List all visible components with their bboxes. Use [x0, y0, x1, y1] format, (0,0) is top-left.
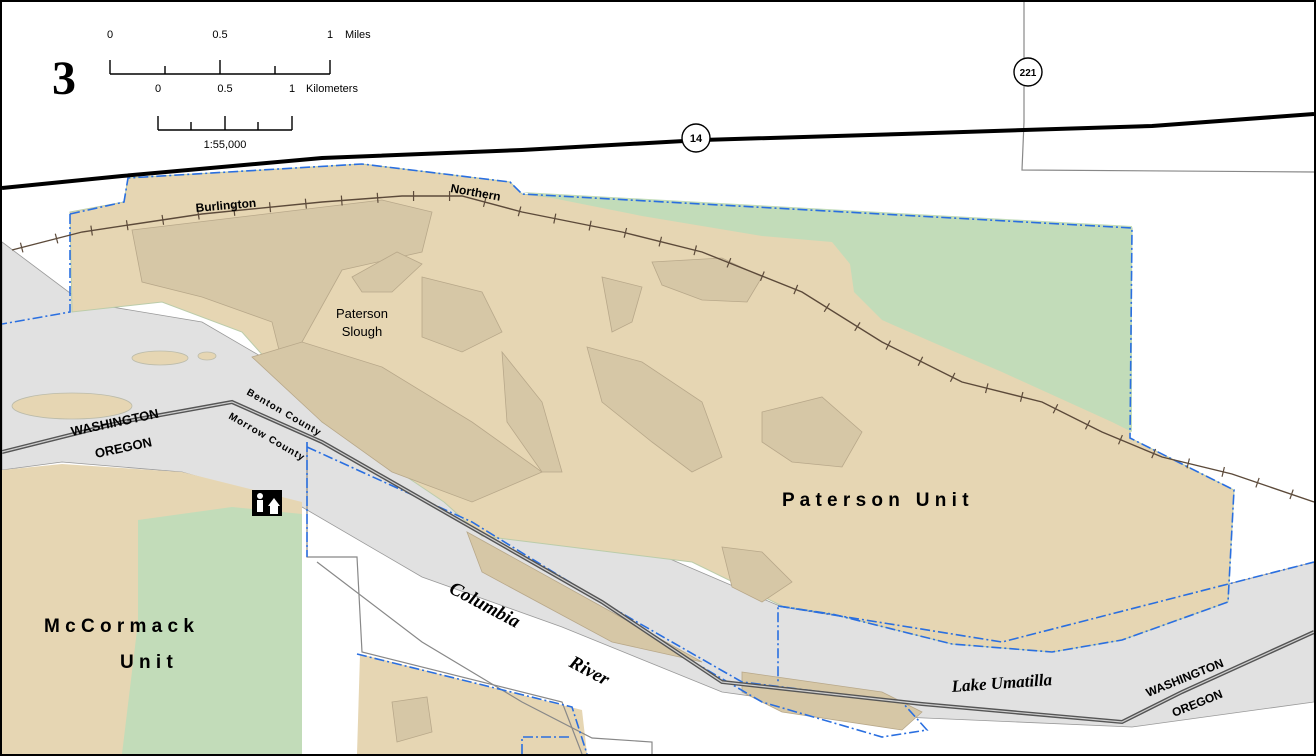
state-line-highlight: [2, 401, 1314, 723]
mccormack-unit-line2: U n i t: [120, 652, 173, 673]
railroad-tie: [304, 198, 307, 209]
railroad-tie: [658, 236, 663, 247]
scale-km-1: 1: [289, 83, 295, 95]
railroad-ties: [19, 191, 1294, 500]
route-14-label: 14: [690, 133, 703, 145]
railroad-tie: [885, 340, 892, 350]
railroad-tie: [340, 195, 343, 206]
scale-mile-1: 1: [327, 29, 333, 41]
scale-km-unit: Kilometers: [306, 83, 358, 95]
railroad-tie: [1186, 458, 1190, 469]
route-14-shield: 14: [681, 123, 711, 153]
railroad-tie: [54, 233, 59, 244]
railroad-tie: [984, 383, 989, 394]
railroad-tie: [726, 257, 732, 268]
railroad-tie: [1221, 466, 1225, 477]
scale-miles-unit: Miles: [345, 29, 371, 41]
paterson-wetlands: [131, 199, 923, 731]
railroad-tie: [268, 202, 272, 213]
scale-bar: [109, 60, 331, 131]
route-221-label: 221: [1020, 68, 1037, 79]
railroad-tie: [623, 227, 628, 238]
railroad-tie: [376, 192, 379, 203]
railroad-tie: [233, 205, 236, 216]
railroad-tie: [125, 220, 129, 231]
mccormack-unit-line1: M c C o r m a c k: [44, 616, 194, 637]
railroad-label-burlington: Burlington: [195, 196, 257, 215]
railroad: [11, 195, 1314, 503]
railroad-tie: [854, 322, 861, 332]
railroad-tie: [1084, 420, 1091, 430]
map-number: 3: [52, 52, 76, 105]
railroad-tie: [1255, 477, 1260, 488]
railroad-tie: [949, 372, 956, 383]
railroad-tie: [1019, 391, 1024, 402]
railroad-tie: [19, 242, 24, 253]
route-221-shield: 221: [1013, 57, 1043, 87]
railroad-tie: [553, 213, 557, 224]
south-wetland: [391, 696, 433, 743]
railroad-tie: [588, 220, 592, 231]
railroad-tie: [90, 225, 93, 236]
south-land-parcel: [357, 654, 587, 754]
paterson-slough-line1: Paterson: [336, 306, 388, 321]
railroad-tie: [759, 271, 765, 282]
scale-km-0: 0: [155, 83, 161, 95]
scale-mile-05: 0.5: [212, 29, 227, 41]
railroad-tie: [161, 214, 165, 225]
scale-km-05: 0.5: [217, 83, 232, 95]
railroad-tie: [1052, 403, 1059, 414]
railroad-tie: [1151, 448, 1157, 459]
railroad-tie: [793, 284, 799, 295]
paterson-slough-line2: Slough: [342, 324, 382, 339]
mccormack-green-habitat: [122, 507, 302, 754]
scale-ratio: 1:55,000: [204, 139, 247, 151]
railroad-tie: [1117, 434, 1123, 445]
railroad-tie: [1289, 489, 1294, 500]
railroad-tie: [823, 302, 831, 313]
left-islands: [11, 350, 217, 420]
scale-mile-0: 0: [107, 29, 113, 41]
railroad-tie: [917, 356, 924, 366]
columbia-river-label-2: River: [565, 651, 614, 690]
railroad-tie: [517, 206, 522, 217]
restroom-icon[interactable]: [252, 490, 282, 516]
railroad-tie: [197, 209, 200, 220]
railroad-tie: [693, 245, 698, 256]
paterson-green-habitat: [522, 192, 1132, 432]
paterson-unit-label: P a t e r s o n U n i t: [782, 490, 969, 511]
railroad-tie: [482, 197, 487, 208]
